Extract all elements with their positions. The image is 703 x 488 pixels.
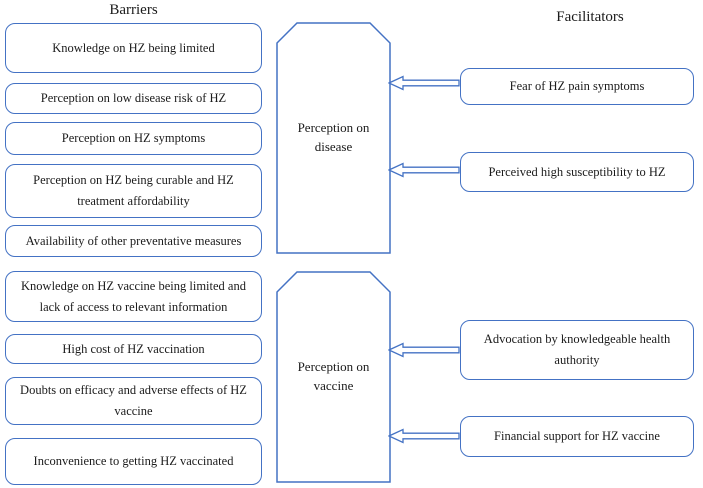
category-label: Perception on disease [297,120,370,154]
facilitator-box: Financial support for HZ vaccine [460,416,694,457]
barrier-label: Knowledge on HZ being limited [52,40,215,55]
barrier-box: Perception on HZ symptoms [5,122,262,155]
barrier-box: Availability of other preventative measu… [5,225,262,257]
barrier-label: High cost of HZ vaccination [62,341,205,356]
barrier-label: Perception on HZ symptoms [61,131,206,146]
barrier-box: Knowledge on HZ vaccine being limited an… [5,271,262,322]
barrier-label: Perception on low disease risk of HZ [40,91,227,106]
snipped-rectangle-icon [276,22,391,254]
facilitator-label: Financial support for HZ vaccine [494,429,660,444]
barrier-box: High cost of HZ vaccination [5,334,262,364]
left-block-arrow-icon [388,75,460,91]
barrier-box: Knowledge on HZ being limited [5,23,262,73]
category-label: Perception on vaccine [297,359,370,393]
snipped-rectangle-icon [276,271,391,483]
barrier-label: Perception on HZ being curable and HZ tr… [33,173,234,208]
barrier-label: Inconvenience to getting HZ vaccinated [33,454,234,469]
barrier-label: Availability of other preventative measu… [25,233,242,248]
facilitator-box: Fear of HZ pain symptoms [460,68,694,105]
left-block-arrow-icon [388,162,460,178]
facilitator-box: Advocation by knowledgeable health autho… [460,320,694,380]
category-shape-perception-on-vaccine: Perception on vaccine [276,271,391,483]
left-block-arrow-icon [388,342,460,358]
category-shape-perception-on-disease: Perception on disease [276,22,391,254]
barrier-box: Doubts on efficacy and adverse effects o… [5,377,262,425]
barrier-box: Inconvenience to getting HZ vaccinated [5,438,262,485]
facilitator-label: Fear of HZ pain symptoms [509,79,645,94]
left-block-arrow-icon [388,428,460,444]
facilitator-box: Perceived high susceptibility to HZ [460,152,694,192]
facilitator-label: Advocation by knowledgeable health autho… [483,332,671,367]
barrier-box: Perception on low disease risk of HZ [5,83,262,114]
facilitator-label: Perceived high susceptibility to HZ [488,164,666,179]
barrier-label: Knowledge on HZ vaccine being limited an… [21,278,246,314]
facilitators-heading: Facilitators [556,9,624,25]
barriers-heading: Barriers [109,2,158,18]
barrier-box: Perception on HZ being curable and HZ tr… [5,164,262,218]
barrier-label: Doubts on efficacy and adverse effects o… [20,383,247,418]
